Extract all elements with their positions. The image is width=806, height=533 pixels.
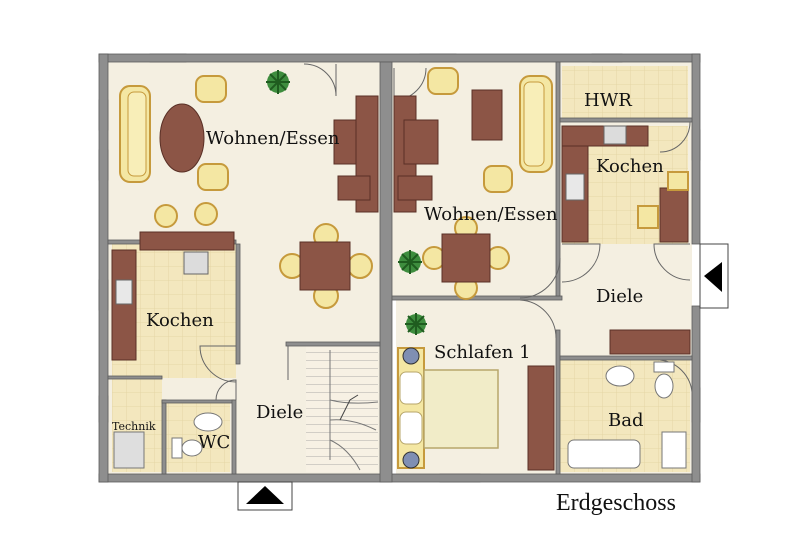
floor-title: Erdgeschoss — [556, 490, 676, 516]
wc-floor — [166, 402, 230, 472]
entrance-arrow-up-icon[interactable] — [237, 481, 293, 511]
lamp-icon — [402, 451, 420, 469]
label-left-wohnen: Wohnen/Essen — [206, 128, 340, 149]
left-kitchen-counters — [111, 231, 235, 361]
left-stove-icon — [183, 251, 209, 275]
left-cabinets — [333, 95, 379, 213]
label-bad: Bad — [608, 410, 643, 431]
right-sofa — [519, 75, 553, 173]
diele-wardrobe — [609, 329, 691, 355]
left-armchairs — [154, 75, 229, 228]
lamp-icon — [402, 347, 420, 365]
label-left-kochen: Kochen — [146, 310, 214, 331]
label-technik: Technik — [112, 420, 156, 433]
left-sink-icon — [115, 279, 133, 305]
bed — [397, 347, 499, 469]
bedroom-wardrobe — [527, 365, 555, 471]
wc-fixtures — [171, 412, 223, 459]
label-wc: WC — [198, 432, 230, 453]
left-dining-table — [279, 223, 373, 309]
plant-icon — [405, 313, 427, 335]
left-oval-table — [159, 103, 205, 173]
label-right-kochen: Kochen — [596, 156, 664, 177]
right-kitchen-counters — [561, 125, 689, 243]
label-hwr: HWR — [584, 90, 632, 111]
right-stove-icon — [603, 125, 627, 145]
right-sink-icon — [565, 173, 585, 201]
right-cabinets — [393, 89, 503, 213]
bad-fixtures — [567, 361, 687, 469]
right-armchairs — [427, 67, 513, 193]
entrance-arrow-left-icon[interactable] — [699, 243, 729, 309]
technik-unit — [113, 431, 145, 469]
plant-icon — [266, 70, 290, 94]
label-left-diele: Diele — [256, 402, 303, 423]
staircase-detail — [329, 350, 379, 471]
label-schlafen: Schlafen 1 — [434, 342, 531, 363]
staircase — [306, 342, 378, 472]
plant-icon — [398, 250, 422, 274]
left-sofa — [119, 85, 151, 183]
hwr-floor — [562, 66, 688, 118]
right-dining-table — [422, 216, 510, 300]
label-right-wohnen: Wohnen/Essen — [424, 204, 558, 225]
label-right-diele: Diele — [596, 286, 643, 307]
